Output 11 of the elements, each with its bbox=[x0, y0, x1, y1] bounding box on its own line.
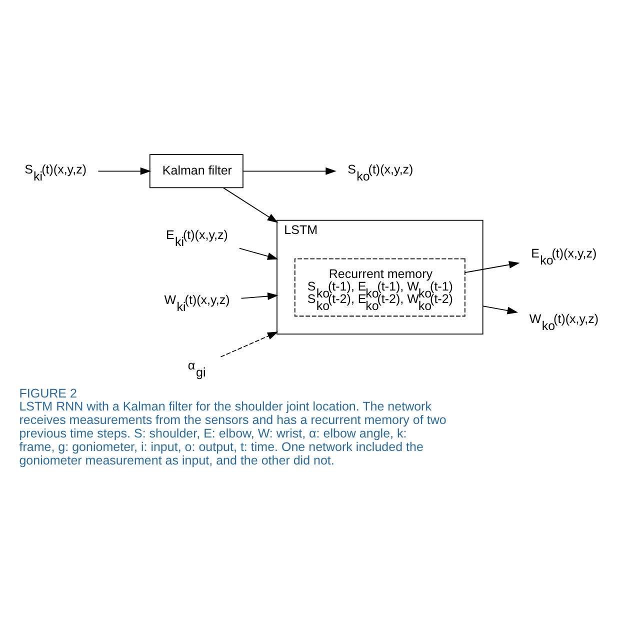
arrow bbox=[240, 292, 278, 300]
node-box: Kalman filter bbox=[149, 154, 244, 188]
caption: LSTM RNN with a Kalman filter for the shoulder joint location. The network receives measurements from the sensors and has a recurrent memory of two previous time steps. S: shoulder, E: elbow, W: wrist, α: elbow angle, k: frame, g: goniometer, i: input, o: output, t: time. One network included the goniometer measurement as input, and the other did not. bbox=[19, 400, 446, 468]
arrow bbox=[220, 332, 278, 358]
arrow bbox=[242, 167, 336, 175]
arrow bbox=[482, 306, 518, 314]
arrow bbox=[222, 187, 278, 223]
diagram-title: FIGURE 2 bbox=[19, 386, 77, 400]
arrow bbox=[98, 167, 152, 175]
arrow bbox=[464, 261, 520, 274]
arrow bbox=[239, 248, 278, 260]
